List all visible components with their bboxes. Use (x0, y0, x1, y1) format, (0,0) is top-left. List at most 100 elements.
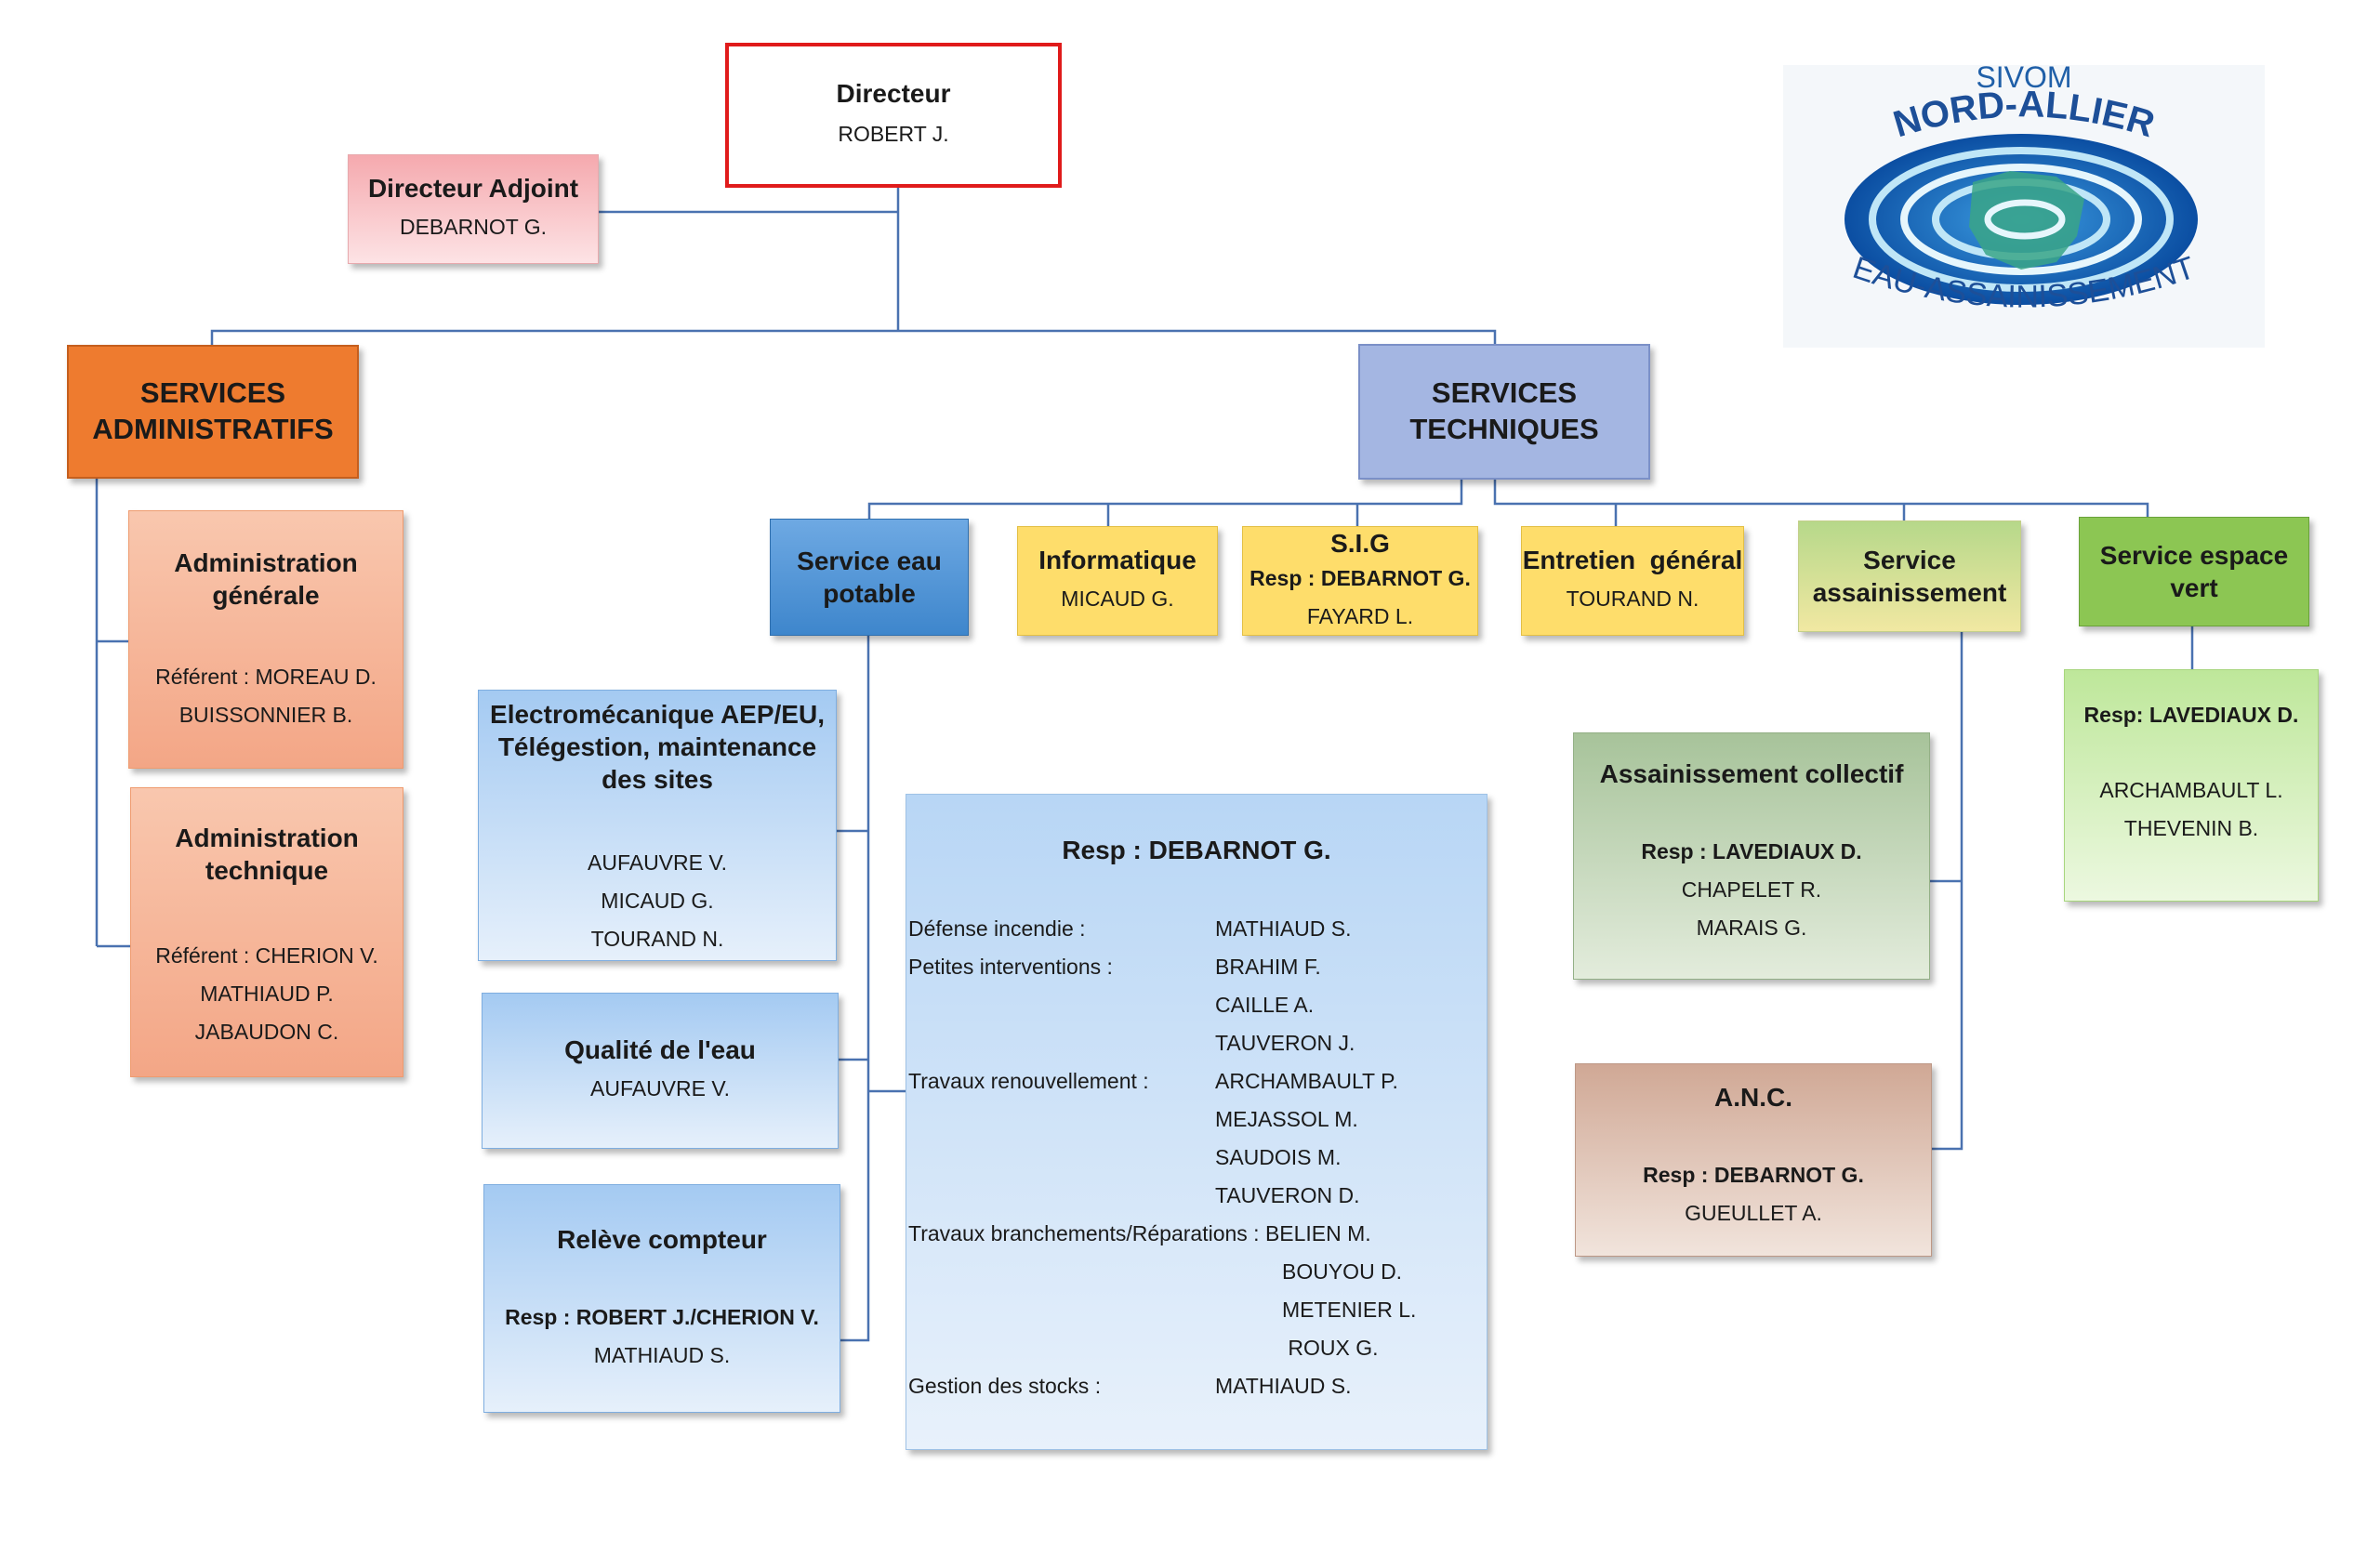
green-space-member: ARCHAMBAULT L. (2099, 777, 2283, 802)
tech-services-title-1: SERVICES (1431, 376, 1578, 410)
admin-technical-title-1: Administration (175, 824, 359, 852)
team-row-name: ARCHAMBAULT P. (1215, 1069, 1398, 1093)
team-row: TAUVERON D. (908, 1177, 1483, 1215)
team-row-name: BOUYOU D. (1282, 1259, 1403, 1284)
deputy-director-box: Directeur Adjoint DEBARNOT G. (348, 154, 599, 264)
sivom-logo: SIVOM NORD-ALLIER EAU-ASSAINISSEMENT (1783, 63, 2265, 348)
sanitation-service-box: Service assainissement (1798, 521, 2021, 632)
it-box: Informatique MICAUD G. (1017, 526, 1218, 636)
sanitation-title-1: Service (1863, 546, 1956, 574)
admin-technical-box: Administration technique Référent : CHER… (130, 787, 403, 1077)
water-service-title-2: potable (823, 579, 916, 608)
water-team-resp: Resp : DEBARNOT G. (1062, 836, 1331, 864)
team-row: Gestion des stocks : MATHIAUD S. (908, 1367, 1483, 1405)
team-row: Petites interventions : BRAHIM F. (908, 948, 1483, 986)
electro-member: MICAUD G. (601, 888, 714, 913)
tech-services-title-2: TECHNIQUES (1409, 413, 1599, 445)
admin-technical-member: MATHIAUD P. (200, 981, 334, 1006)
team-row: METENIER L. (908, 1291, 1483, 1329)
admin-general-title-2: générale (212, 581, 320, 610)
logo-swirl (1844, 134, 2198, 305)
sig-title: S.I.G (1330, 528, 1390, 558)
team-row: CAILLE A. (908, 986, 1483, 1024)
team-row-name: BRAHIM F. (1215, 955, 1321, 979)
team-row-label: Petites interventions : (908, 955, 1113, 979)
water-service-box: Service eau potable (770, 519, 969, 636)
collective-sanitation-title: Assainissement collectif (1599, 759, 1904, 788)
team-row-name: ROUX G. (1282, 1336, 1379, 1360)
electro-title-1: Electromécanique AEP/EU, (490, 700, 825, 729)
deputy-name: DEBARNOT G. (399, 215, 548, 240)
maintenance-box: Entretien général TOURAND N. (1521, 526, 1744, 636)
team-row-name: SAUDOIS M. (1215, 1145, 1342, 1169)
admin-technical-title-2: technique (205, 856, 329, 885)
maintenance-title: Entretien général (1522, 546, 1743, 575)
meter-reading-resp: Resp : ROBERT J./CHERION V. (505, 1304, 819, 1329)
water-service-title-1: Service eau (797, 547, 942, 575)
green-space-title-2: vert (2170, 573, 2218, 602)
team-row: Défense incendie : MATHIAUD S. (908, 910, 1483, 948)
team-row-label: Défense incendie : (908, 916, 1086, 941)
admin-general-referent: Référent : MOREAU D. (155, 665, 377, 689)
team-row-name: METENIER L. (1282, 1298, 1417, 1322)
team-row-name: MATHIAUD S. (1215, 1374, 1352, 1398)
meter-reading-title: Relève compteur (557, 1224, 767, 1254)
team-row: TAUVERON J. (908, 1024, 1483, 1062)
water-team-list: Défense incendie : MATHIAUD S. Petites in… (908, 910, 1483, 1405)
green-space-member: THEVENIN B. (2123, 815, 2259, 840)
admin-technical-member: JABAUDON C. (194, 1019, 339, 1044)
admin-general-member: BUISSONNIER B. (178, 702, 353, 727)
tech-services-box: SERVICES TECHNIQUES (1358, 344, 1650, 480)
electro-title-2: Télégestion, maintenance (497, 732, 817, 761)
team-row: MEJASSOL M. (908, 1100, 1483, 1139)
team-row: BOUYOU D. (908, 1253, 1483, 1291)
water-team-box: Resp : DEBARNOT G. Défense incendie : MAT… (906, 794, 1488, 1450)
sig-box: S.I.G Resp : DEBARNOT G. FAYARD L. (1242, 526, 1478, 636)
green-space-resp: Resp: LAVEDIAUX D. (2083, 703, 2299, 727)
sig-name: FAYARD L. (1306, 603, 1414, 628)
sig-resp: Resp : DEBARNOT G. (1250, 565, 1471, 590)
collective-sanitation-member: CHAPELET R. (1681, 876, 1822, 902)
sanitation-title-2: assainissement (1812, 578, 2007, 607)
director-box: Directeur ROBERT J. (725, 43, 1062, 188)
collective-sanitation-resp: Resp : LAVEDIAUX D. (1641, 839, 1862, 863)
water-quality-title: Qualité de l'eau (564, 1035, 756, 1065)
green-space-title-1: Service espace (2099, 541, 2289, 570)
meter-reading-name: MATHIAUD S. (593, 1342, 731, 1367)
it-title: Informatique (1038, 546, 1197, 575)
team-row-name: CAILLE A. (1215, 993, 1315, 1017)
water-quality-box: Qualité de l'eau AUFAUVRE V. (482, 993, 839, 1149)
anc-name: GUEULLET A. (1685, 1200, 1822, 1225)
director-name: ROBERT J. (838, 122, 949, 147)
green-space-service-box: Service espace vert (2079, 517, 2309, 626)
electromechanics-box: Electromécanique AEP/EU, Télégestion, ma… (478, 690, 837, 961)
admin-services-title-2: ADMINISTRATIFS (92, 413, 334, 445)
water-quality-name: AUFAUVRE V. (590, 1076, 730, 1101)
team-row-name: TAUVERON J. (1215, 1031, 1355, 1055)
meter-reading-box: Relève compteur Resp : ROBERT J./CHERION… (483, 1184, 840, 1413)
electro-member: TOURAND N. (590, 926, 724, 951)
anc-resp: Resp : DEBARNOT G. (1643, 1163, 1864, 1187)
electro-member: AUFAUVRE V. (588, 850, 727, 875)
team-row-label: Travaux branchements/Réparations : BELIE… (908, 1221, 1371, 1245)
admin-services-box: SERVICES ADMINISTRATIFS (67, 345, 359, 479)
team-row-name: TAUVERON D. (1215, 1183, 1360, 1207)
collective-sanitation-box: Assainissement collectif Resp : LAVEDIAU… (1573, 732, 1930, 980)
anc-box: A.N.C. Resp : DEBARNOT G. GUEULLET A. (1575, 1063, 1932, 1257)
electro-title-3: des sites (602, 765, 713, 794)
deputy-title: Directeur Adjoint (367, 174, 579, 204)
team-row: SAUDOIS M. (908, 1139, 1483, 1177)
team-row: ROUX G. (908, 1329, 1483, 1367)
green-space-team-box: Resp: LAVEDIAUX D. ARCHAMBAULT L. THEVEN… (2064, 669, 2319, 902)
team-row-label: Gestion des stocks : (908, 1374, 1102, 1398)
admin-general-box: Administration générale Référent : MOREA… (128, 510, 403, 769)
team-row-name: MEJASSOL M. (1215, 1107, 1358, 1131)
admin-technical-referent: Référent : CHERION V. (155, 943, 378, 968)
team-row-name: MATHIAUD S. (1215, 916, 1352, 941)
team-row: Travaux branchements/Réparations : BELIE… (908, 1215, 1483, 1253)
team-row-label: Travaux renouvellement : (908, 1069, 1149, 1093)
maintenance-name: TOURAND N. (1566, 586, 1699, 612)
collective-sanitation-member: MARAIS G. (1696, 915, 1807, 940)
director-title: Directeur (836, 79, 951, 109)
